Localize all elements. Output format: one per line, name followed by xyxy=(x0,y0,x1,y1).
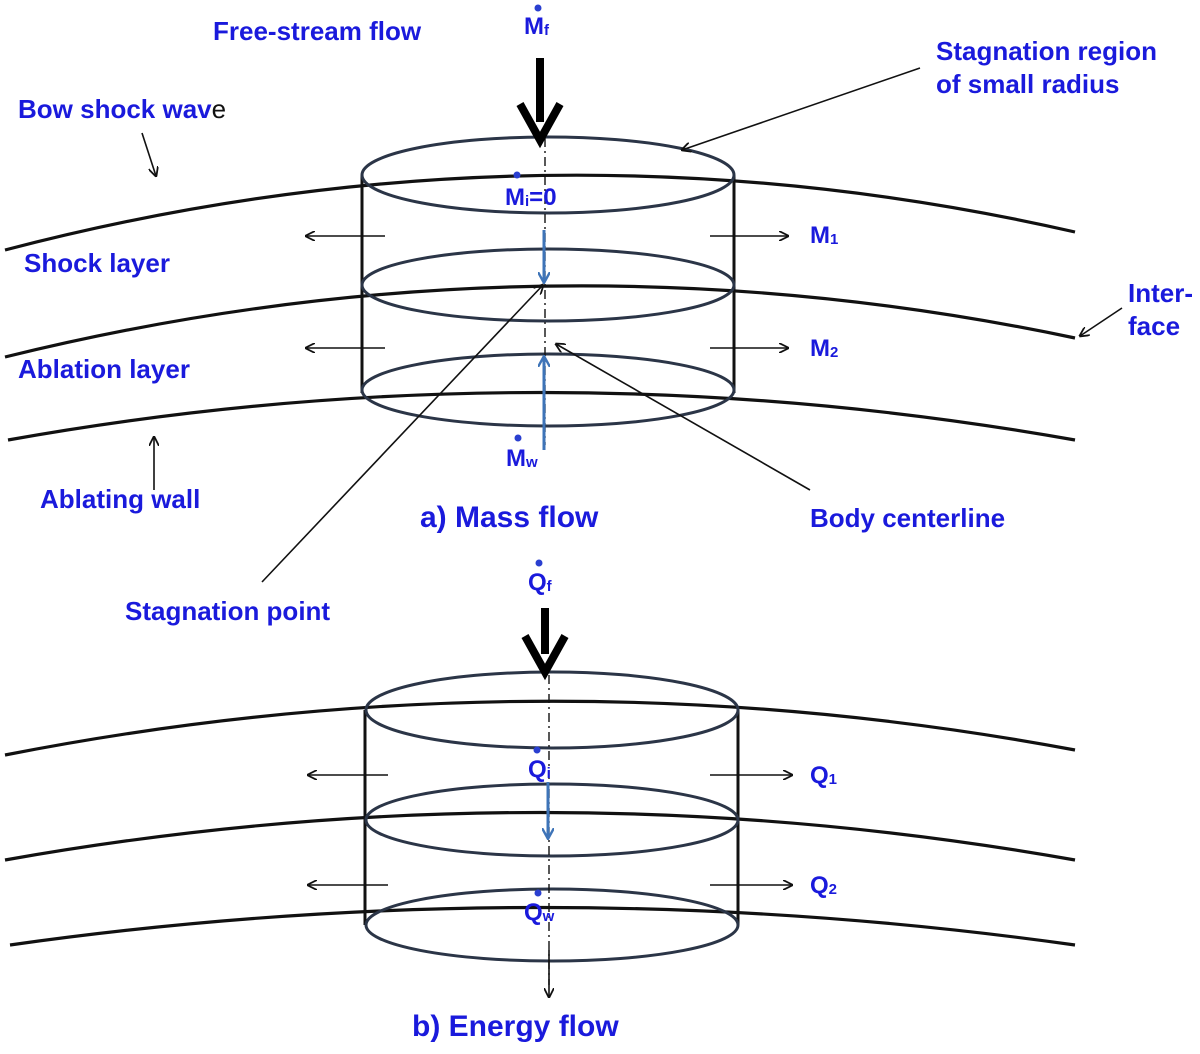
stagnation-region-label: Stagnation region of small radius xyxy=(936,36,1164,99)
energy-wall-curve xyxy=(9,905,1076,947)
svg-text:M1: M1 xyxy=(810,222,838,249)
interface-label: Inter- face xyxy=(1128,278,1200,341)
stagnation-region-top-ellipse xyxy=(360,135,736,215)
q1-symbol: Q1 xyxy=(810,762,837,789)
energy-middle-ellipse xyxy=(364,782,740,858)
svg-text:Q1: Q1 xyxy=(810,762,837,789)
stagnation-point-pointer xyxy=(261,285,543,583)
ablation-layer-label: Ablation layer xyxy=(18,354,190,384)
shock-layer-label: Shock layer xyxy=(24,248,170,278)
stagnation-region-middle-ellipse xyxy=(360,247,736,323)
mi-symbol: Mi=0 xyxy=(505,171,557,211)
mw-symbol: Mw xyxy=(506,434,538,472)
interface-pointer xyxy=(1080,307,1123,336)
stagnation-region-pointer xyxy=(682,67,921,150)
free-stream-arrow xyxy=(516,58,564,149)
energy-free-stream-arrow xyxy=(521,608,569,681)
stagnation-region-bottom-ellipse xyxy=(360,352,736,428)
ablating-wall-curve xyxy=(7,390,1076,442)
qw-symbol: Qw xyxy=(524,889,555,926)
free-stream-label: Free-stream flow xyxy=(213,16,422,46)
energy-bow-shock-curve xyxy=(4,699,1076,757)
body-centerline-label: Body centerline xyxy=(810,503,1005,533)
energy-flow-caption: b) Energy flow xyxy=(412,1010,619,1043)
body-centerline-pointer xyxy=(556,344,811,491)
qf-symbol: Qf xyxy=(528,559,553,596)
svg-text:Mi=0: Mi=0 xyxy=(505,184,557,211)
ablating-wall-label: Ablating wall xyxy=(40,484,200,514)
q2-symbol: Q2 xyxy=(810,872,837,899)
m1-symbol: M1 xyxy=(810,222,838,249)
m2-symbol: M2 xyxy=(810,335,838,362)
svg-text:Mf: Mf xyxy=(524,13,550,40)
energy-top-ellipse xyxy=(364,670,740,750)
bow-shock-label: Bow shock wave xyxy=(18,94,226,124)
svg-text:Qi: Qi xyxy=(528,756,551,783)
svg-text:Mw: Mw xyxy=(506,445,538,472)
svg-text:Qw: Qw xyxy=(524,899,555,926)
bow-shock-curve xyxy=(4,173,1076,252)
svg-text:M2: M2 xyxy=(810,335,838,362)
stagnation-point-label: Stagnation point xyxy=(125,596,330,626)
mf-symbol: Mf xyxy=(524,4,550,40)
svg-text:Q2: Q2 xyxy=(810,872,837,899)
energy-interface-curve xyxy=(4,810,1076,862)
energy-flow-panel: b) Energy flow Qf Qi Q1 Q2 Qw xyxy=(4,559,1076,1043)
bow-shock-pointer xyxy=(141,132,156,176)
mass-flow-panel: Free-stream flow Stagnation region of sm… xyxy=(4,4,1200,626)
svg-text:Qf: Qf xyxy=(528,569,553,596)
energy-bottom-ellipse xyxy=(364,887,740,963)
qi-symbol: Qi xyxy=(528,746,551,783)
mass-flow-caption: a) Mass flow xyxy=(420,501,599,534)
